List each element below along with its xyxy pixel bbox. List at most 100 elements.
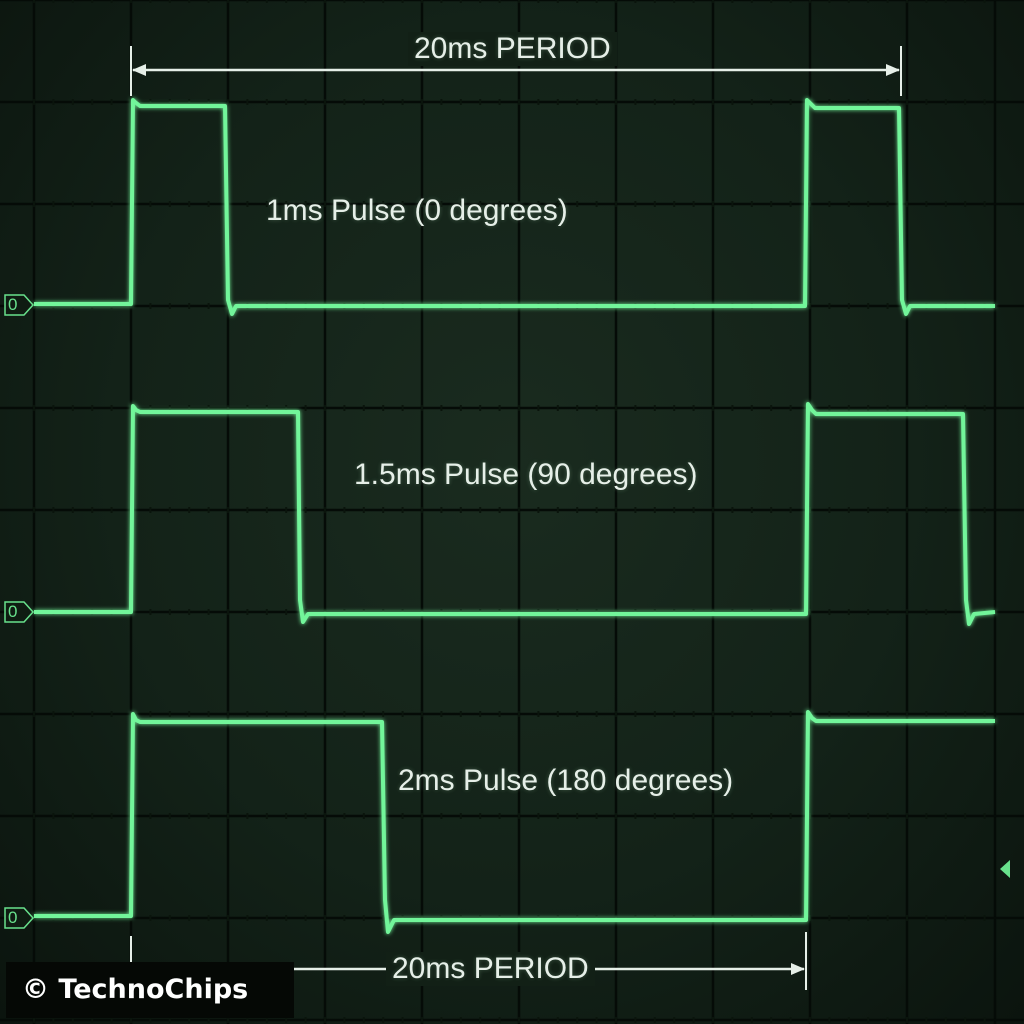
grid-tick xyxy=(828,201,831,207)
grid-tick xyxy=(71,0,74,3)
grid-tick xyxy=(789,507,792,513)
grid-tick xyxy=(71,201,74,207)
grid-tick xyxy=(343,0,346,3)
grid-tick xyxy=(382,0,385,3)
grid-tick xyxy=(653,99,656,105)
grid-tick xyxy=(207,201,210,207)
grid-tick xyxy=(227,915,229,921)
triangle-left-icon xyxy=(1000,860,1010,878)
grid-tick xyxy=(847,813,850,819)
grid-tick xyxy=(847,303,850,309)
grid-tick xyxy=(925,0,928,3)
grid-tick xyxy=(731,1017,734,1023)
grid-tick xyxy=(324,201,326,207)
grid-tick xyxy=(576,1017,579,1023)
grid-tick xyxy=(886,405,889,411)
grid-tick xyxy=(304,813,307,819)
grid-tick xyxy=(847,201,850,207)
grid-tick xyxy=(576,0,579,3)
grid-tick xyxy=(459,0,462,3)
grid-tick xyxy=(731,0,734,3)
grid-tick xyxy=(362,0,365,3)
grid-tick xyxy=(91,0,94,3)
grid-tick xyxy=(556,507,559,513)
grid-tick xyxy=(52,99,55,105)
grid-tick xyxy=(421,405,423,411)
grid-tick xyxy=(906,99,908,105)
grid-tick xyxy=(634,507,637,513)
grid-tick xyxy=(324,0,326,3)
grid-tick xyxy=(110,201,113,207)
grid-tick xyxy=(964,711,967,717)
grid-tick xyxy=(615,507,617,513)
grid-tick xyxy=(809,303,811,309)
grid-tick xyxy=(188,99,191,105)
grid-tick xyxy=(653,1017,656,1023)
grid-tick xyxy=(265,0,268,3)
waveform-trace-2ms xyxy=(34,710,995,934)
grid-tick xyxy=(401,1017,404,1023)
grid-tick xyxy=(925,99,928,105)
grid-tick xyxy=(673,507,676,513)
grid-tick xyxy=(634,201,637,207)
grid-tick xyxy=(33,1017,35,1023)
grid-tick xyxy=(110,507,113,513)
grid-tick xyxy=(789,99,792,105)
grid-tick xyxy=(518,813,520,819)
grid-tick xyxy=(33,201,35,207)
grid-tick xyxy=(227,405,229,411)
grid-tick xyxy=(847,711,850,717)
grid-tick xyxy=(207,609,210,615)
grid-tick xyxy=(401,507,404,513)
grid-tick xyxy=(712,711,714,717)
grid-tick xyxy=(304,1017,307,1023)
grid-tick xyxy=(459,405,462,411)
grid-tick xyxy=(712,405,714,411)
grid-tick xyxy=(983,813,986,819)
grid-tick xyxy=(149,201,152,207)
grid-tick xyxy=(459,1017,462,1023)
grid-tick xyxy=(828,0,831,3)
grid-tick xyxy=(595,813,598,819)
grid-tick xyxy=(809,915,811,921)
grid-tick xyxy=(324,711,326,717)
grid-tick xyxy=(925,609,928,615)
grid-tick xyxy=(479,201,482,207)
grid-tick xyxy=(246,405,249,411)
grid-tick xyxy=(886,303,889,309)
grid-tick xyxy=(479,405,482,411)
grid-tick xyxy=(537,201,540,207)
grid-tick xyxy=(207,405,210,411)
grid-tick xyxy=(130,0,132,3)
grid-tick xyxy=(906,915,908,921)
grid-tick xyxy=(207,99,210,105)
grid-tick xyxy=(576,201,579,207)
grid-tick xyxy=(692,201,695,207)
grid-tick xyxy=(110,813,113,819)
grid-tick xyxy=(537,1017,540,1023)
grid-tick xyxy=(285,99,288,105)
grid-tick xyxy=(324,99,326,105)
grid-tick xyxy=(556,813,559,819)
grid-tick xyxy=(362,1017,365,1023)
grid-tick xyxy=(459,201,462,207)
grid-tick xyxy=(770,0,773,3)
grid-tick xyxy=(382,405,385,411)
grid-tick xyxy=(52,813,55,819)
grid-tick xyxy=(246,0,249,3)
grid-tick xyxy=(653,711,656,717)
grid-tick xyxy=(673,813,676,819)
grid-tick xyxy=(149,609,152,615)
grid-tick xyxy=(421,813,423,819)
grid-tick xyxy=(518,99,520,105)
grid-tick xyxy=(265,99,268,105)
grid-tick xyxy=(576,99,579,105)
grid-tick xyxy=(304,507,307,513)
grid-tick xyxy=(110,711,113,717)
grid-tick xyxy=(265,609,268,615)
grid-tick xyxy=(595,1017,598,1023)
grid-tick xyxy=(304,0,307,3)
grid-tick xyxy=(285,609,288,615)
grid-tick xyxy=(556,201,559,207)
grid-tick xyxy=(867,507,870,513)
